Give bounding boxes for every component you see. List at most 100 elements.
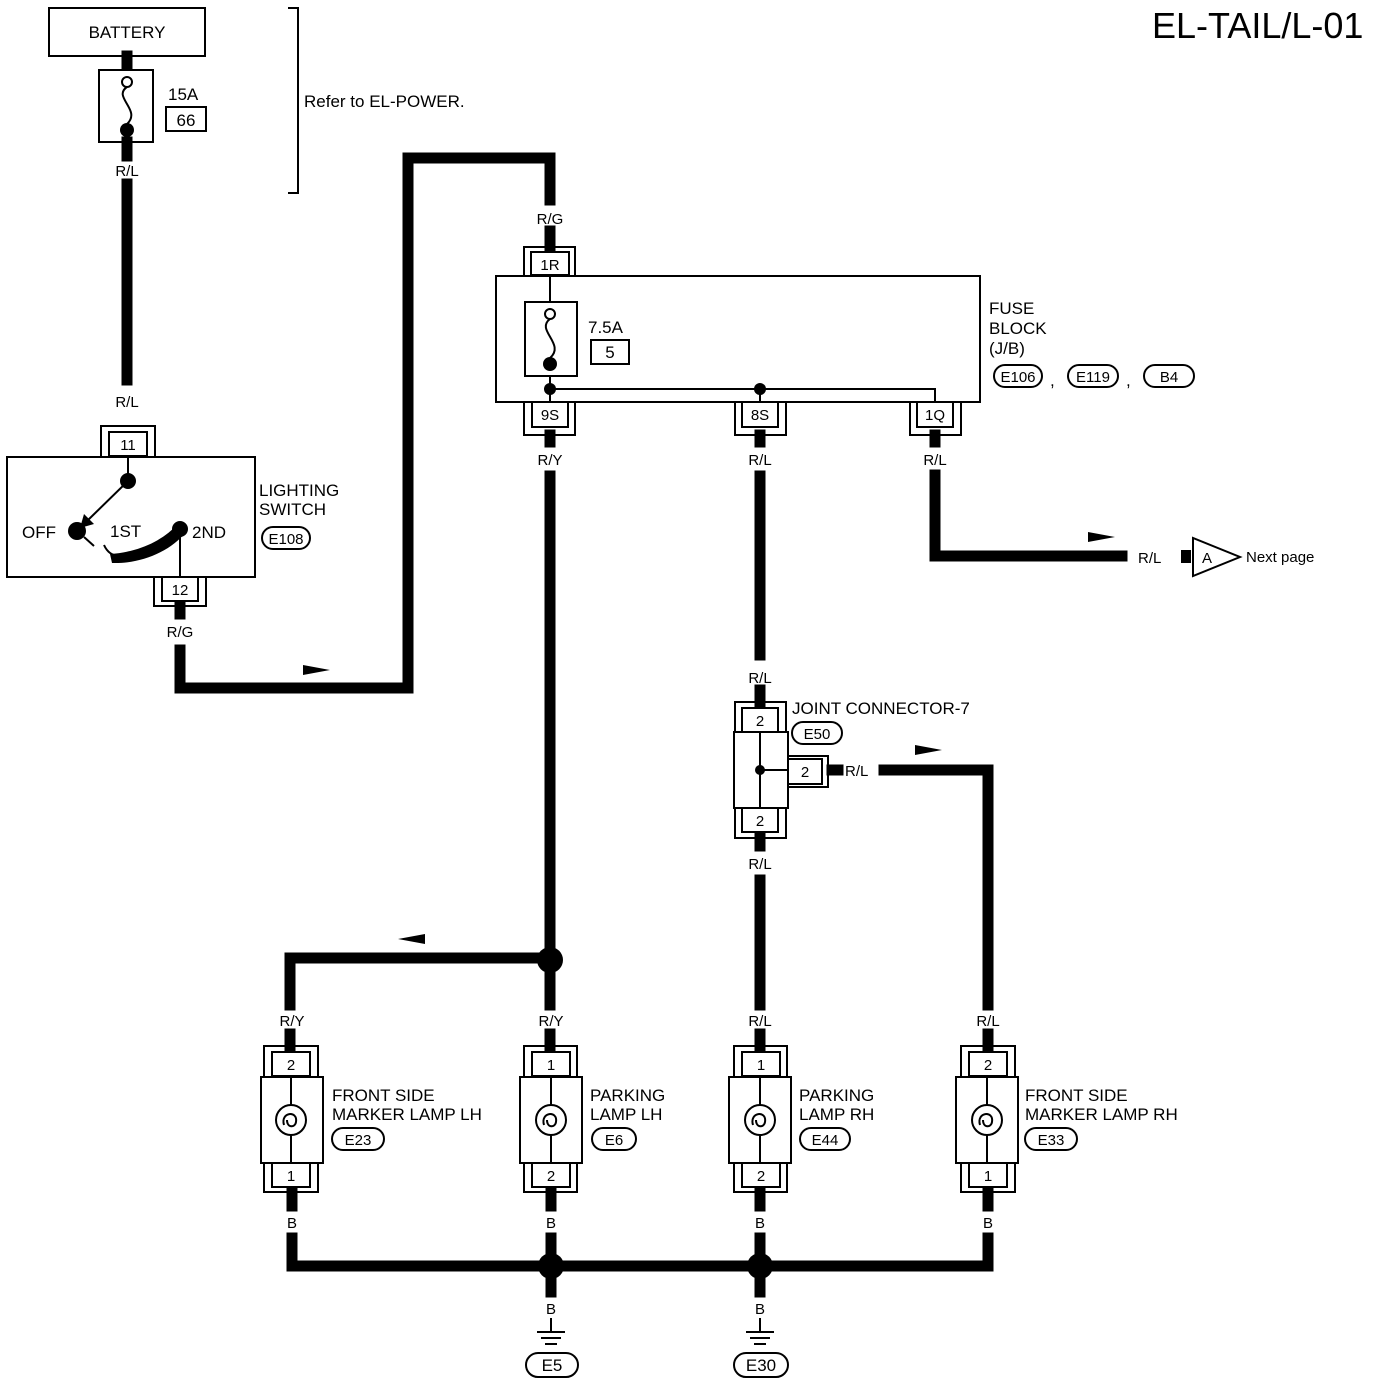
fuse-block-name-line1: FUSE	[989, 299, 1034, 318]
fuse-block-name-line3: (J/B)	[989, 339, 1025, 358]
parking-lamp-rh: 1 2 PARKING LAMP RH E44	[728, 1045, 874, 1193]
fuse-block: 1R 7.5A 5 FUSE BLOCK (J/B) E106 , E119 ,…	[495, 246, 1195, 436]
wire-label-rl-8s: R/L	[748, 452, 771, 469]
wire-label-b-ground-e5: B	[546, 1301, 556, 1318]
wire-label-b-parking-lh: B	[546, 1215, 556, 1232]
wire-label-rl-switch: R/L	[115, 394, 138, 411]
page-title: EL-TAIL/L-01	[1152, 5, 1363, 46]
main-fuse: 15A 66	[98, 69, 207, 143]
splice-point	[537, 947, 563, 973]
lamp-rh-marker-connector: E33	[1038, 1132, 1065, 1149]
lighting-switch-name-line2: SWITCH	[259, 500, 326, 519]
fuse-block-name-line2: BLOCK	[989, 319, 1047, 338]
front-side-marker-lamp-rh: 2 1 FRONT SIDE MARKER LAMP RH E33	[955, 1045, 1178, 1193]
offpage-wire-label: R/L	[1138, 550, 1161, 567]
wire-b-ground-bus	[286, 1232, 994, 1272]
parking-rh-pin-top: 1	[757, 1057, 765, 1074]
fuse-block-pin-9s: 9S	[541, 407, 559, 424]
wire-label-ry-9s: R/Y	[537, 452, 562, 469]
flow-arrow-icon	[1088, 532, 1115, 542]
switch-position-off: OFF	[22, 523, 56, 542]
switch-pin-out: 12	[172, 582, 189, 599]
parking-lh-connector: E6	[605, 1132, 623, 1149]
joint-connector-id: E50	[804, 726, 831, 743]
joint-pin-bottom: 2	[756, 813, 764, 830]
lamp-bulb-icon	[535, 1104, 567, 1136]
wire-label-ry-marker-lh: R/Y	[279, 1013, 304, 1030]
parking-lh-line2: LAMP LH	[590, 1105, 662, 1124]
lamp-bulb-icon	[275, 1104, 307, 1136]
wire-rl-to-next-page	[929, 469, 1128, 562]
lamp-lh-marker-line2: MARKER LAMP LH	[332, 1105, 482, 1124]
parking-lh-pin-bottom: 2	[547, 1168, 555, 1185]
switch-position-2nd: 2ND	[192, 523, 226, 542]
wire-label-rl-joint-side: R/L	[845, 763, 868, 780]
ground-e5: E5	[525, 1318, 579, 1378]
fuse-block-pin-1q: 1Q	[925, 407, 945, 424]
ground-e5-connector: E5	[542, 1356, 563, 1375]
lamp-bulb-icon	[744, 1104, 776, 1136]
parking-rh-line2: LAMP RH	[799, 1105, 874, 1124]
parking-lh-line1: PARKING	[590, 1086, 665, 1105]
parking-rh-line1: PARKING	[799, 1086, 874, 1105]
wire-rl-to-marker-rh	[878, 764, 994, 1011]
parking-rh-pin-bottom: 2	[757, 1168, 765, 1185]
wire-label-b-marker-rh: B	[983, 1215, 993, 1232]
wire-ry-to-marker-lh	[284, 952, 541, 1011]
lamp-rh-marker-pin-bottom: 1	[984, 1168, 992, 1185]
wire-label-b-ground-e30: B	[755, 1301, 765, 1318]
switch-pin-in: 11	[120, 437, 136, 454]
joint-pin-top: 2	[756, 713, 764, 730]
wire-label-b-marker-lh: B	[287, 1215, 297, 1232]
main-fuse-rating: 15A	[168, 85, 199, 104]
lamp-lh-marker-pin-top: 2	[287, 1057, 295, 1074]
wire-label-ry-parking-lh: R/Y	[538, 1013, 563, 1030]
splice-point	[538, 1253, 564, 1279]
lighting-switch: 11 OFF 1ST 2ND 12 LIGHTING SWITCH E108	[6, 425, 339, 607]
ground-e30: E30	[733, 1318, 789, 1378]
parking-lh-pin-top: 1	[547, 1057, 555, 1074]
svg-text:,: ,	[1050, 371, 1055, 390]
main-fuse-number: 66	[177, 111, 196, 130]
parking-rh-connector: E44	[812, 1132, 839, 1149]
fuse-block-fuse-number: 5	[605, 343, 614, 362]
wire-label-rl-joint-top: R/L	[748, 670, 771, 687]
front-side-marker-lamp-lh: 2 1 FRONT SIDE MARKER LAMP LH E23	[260, 1045, 482, 1193]
wire-label-rg-switch: R/G	[167, 624, 194, 641]
splice-point	[747, 1253, 773, 1279]
flow-arrow-icon	[303, 665, 330, 675]
wire-label-rl-1q: R/L	[923, 452, 946, 469]
fuse-block-pin-in: 1R	[540, 257, 559, 274]
lamp-bulb-icon	[971, 1104, 1003, 1136]
joint-connector: 2 2 2 JOINT CONNECTOR-7 E50	[733, 699, 970, 839]
svg-text:,: ,	[1126, 371, 1131, 390]
wire-label-b-parking-rh: B	[755, 1215, 765, 1232]
lamp-rh-marker-line1: FRONT SIDE	[1025, 1086, 1128, 1105]
lighting-switch-connector: E108	[268, 531, 303, 548]
battery-label: BATTERY	[89, 23, 166, 42]
power-reference-note: Refer to EL-POWER.	[304, 92, 465, 111]
flow-arrow-icon	[915, 745, 942, 755]
ground-e30-connector: E30	[746, 1356, 776, 1375]
lamp-rh-marker-line2: MARKER LAMP RH	[1025, 1105, 1178, 1124]
flow-arrow-icon	[398, 934, 425, 944]
lamp-lh-marker-connector: E23	[345, 1132, 372, 1149]
lighting-switch-name-line1: LIGHTING	[259, 481, 339, 500]
joint-pin-side: 2	[801, 764, 809, 781]
offpage-connector-letter: A	[1202, 550, 1212, 567]
wire-label-rl-parking-rh: R/L	[748, 1013, 771, 1030]
switch-position-1st: 1ST	[110, 522, 141, 541]
wire-label-rl-fuse: R/L	[115, 163, 138, 180]
lamp-rh-marker-pin-top: 2	[984, 1057, 992, 1074]
fuse-block-pin-8s: 8S	[751, 407, 769, 424]
wire-label-rl-marker-rh: R/L	[976, 1013, 999, 1030]
wire-label-rl-joint-bottom: R/L	[748, 856, 771, 873]
offpage-next-page-text: Next page	[1246, 549, 1314, 566]
wire-label-rg-fuse-block: R/G	[537, 211, 564, 228]
wire-rg-switch-to-fuse-block	[174, 152, 556, 694]
lamp-lh-marker-line1: FRONT SIDE	[332, 1086, 435, 1105]
lamp-lh-marker-pin-bottom: 1	[287, 1168, 295, 1185]
battery: BATTERY	[48, 7, 206, 57]
fuse-block-connector-2: E119	[1076, 369, 1110, 386]
